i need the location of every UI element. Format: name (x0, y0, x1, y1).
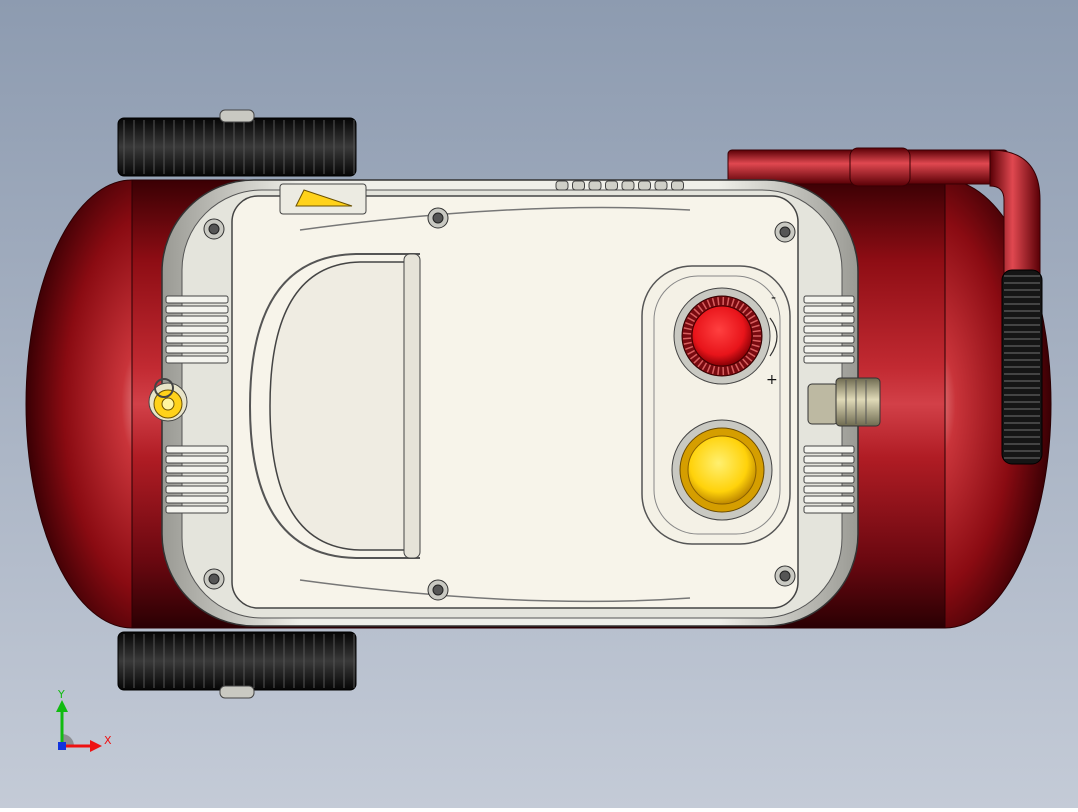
motor-housing (162, 180, 858, 626)
tank-pressure-gauge (672, 420, 772, 520)
y-axis-label: Y (57, 688, 65, 701)
x-axis-label: X (104, 734, 112, 747)
bottom-wheel (118, 632, 356, 698)
top-wheel (118, 110, 356, 176)
plus-marking: + (766, 372, 778, 388)
minus-marking: - (771, 290, 776, 306)
quick-coupler[interactable] (808, 378, 880, 426)
